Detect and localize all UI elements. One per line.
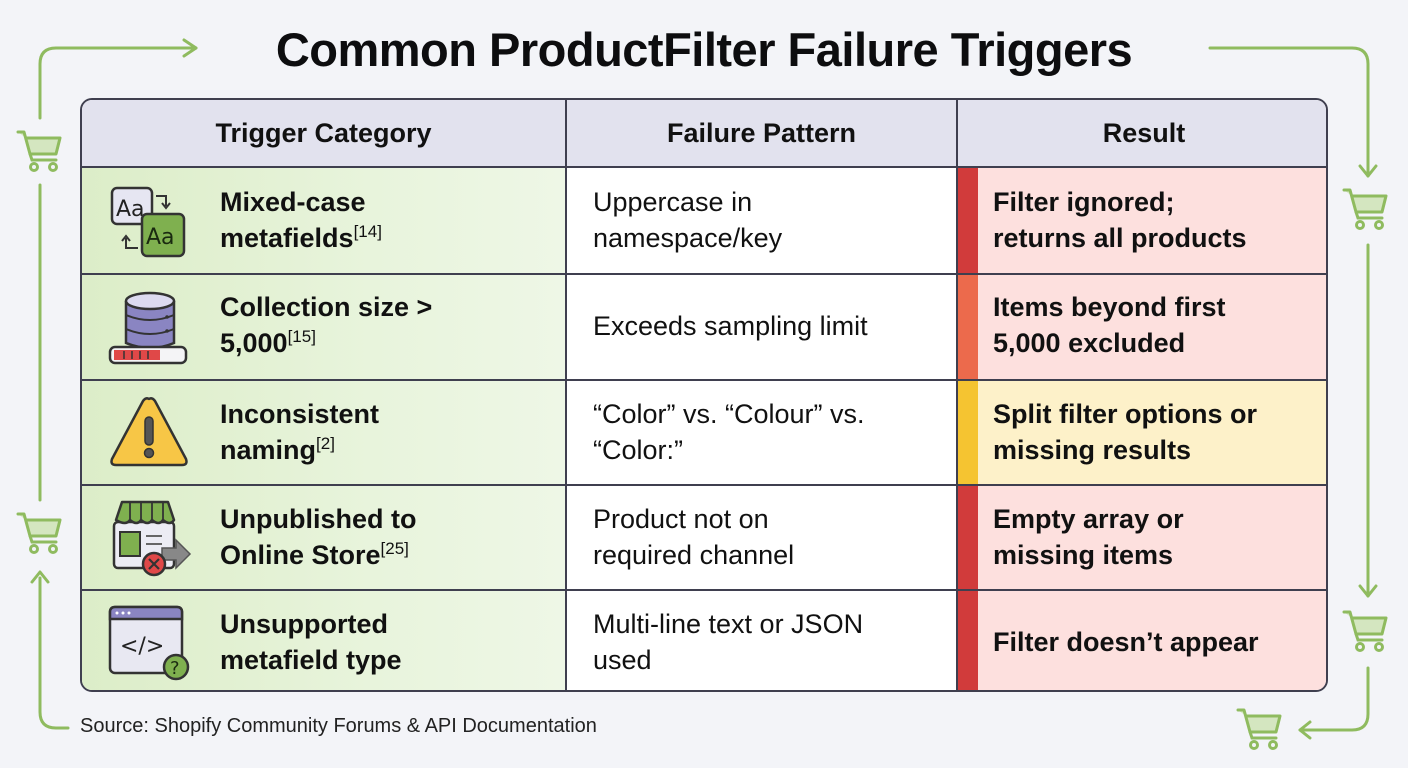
storefront-unpublished-icon — [112, 500, 192, 577]
pattern-cell: Uppercase in namespace/key — [567, 168, 956, 273]
trigger-cell: Unpublished to Online Store[25] — [82, 486, 565, 589]
database-limit-icon — [108, 291, 188, 365]
failure-triggers-table: Trigger Category Failure Pattern Result … — [80, 98, 1328, 692]
svg-text:Aa: Aa — [116, 197, 145, 222]
trigger-label: Inconsistent naming[2] — [220, 399, 380, 465]
row-divider — [82, 484, 1326, 486]
cart-icon — [16, 512, 62, 554]
cart-icon — [1342, 610, 1388, 652]
header-result: Result — [1102, 118, 1186, 148]
cart-icon — [16, 130, 62, 172]
pattern-text: Uppercase in namespace/key — [593, 187, 783, 253]
result-cell: Filter ignored; returns all products — [958, 168, 1326, 273]
table-row: </> ? Unsupported metafield type Multi-l… — [82, 591, 1326, 690]
row-divider — [82, 273, 1326, 275]
header-trigger-category: Trigger Category — [215, 118, 432, 148]
cart-icon — [1236, 708, 1282, 750]
column-divider — [956, 100, 958, 690]
trigger-label: Unsupported metafield type — [220, 609, 402, 675]
svg-text:?: ? — [170, 658, 180, 679]
trigger-label: Collection size > 5,000[15] — [220, 292, 433, 358]
severity-bar — [958, 168, 978, 273]
cart-icon — [1342, 188, 1388, 230]
citation-ref[interactable]: [15] — [287, 327, 316, 346]
table-header: Trigger Category Failure Pattern Result — [82, 100, 1326, 168]
result-cell: Split filter options or missing results — [958, 381, 1326, 484]
result-cell: Empty array or missing items — [958, 486, 1326, 589]
result-text: Split filter options or missing results — [993, 399, 1257, 465]
result-text: Filter doesn’t appear — [993, 627, 1259, 657]
table-row: Aa Aa Mixed-case metafields[14] Uppercas… — [82, 168, 1326, 273]
table-row: Unpublished to Online Store[25] Product … — [82, 486, 1326, 589]
warning-icon — [110, 397, 188, 467]
table-row: Inconsistent naming[2] “Color” vs. “Colo… — [82, 381, 1326, 484]
trigger-cell: </> ? Unsupported metafield type — [82, 591, 565, 690]
pattern-text: “Color” vs. “Colour” vs. “Color:” — [593, 399, 865, 465]
svg-text:Aa: Aa — [146, 225, 175, 250]
result-text: Filter ignored; returns all products — [993, 187, 1247, 253]
page-title: Common ProductFilter Failure Triggers — [275, 23, 1133, 76]
pattern-text: Exceeds sampling limit — [593, 311, 868, 341]
pattern-cell: Multi-line text or JSON used — [567, 591, 956, 690]
pattern-text: Product not on required channel — [593, 504, 795, 570]
code-window-question-icon: </> ? — [108, 605, 190, 681]
column-divider — [565, 100, 567, 690]
header-failure-pattern: Failure Pattern — [666, 118, 857, 148]
pattern-cell: “Color” vs. “Colour” vs. “Color:” — [567, 381, 956, 484]
severity-bar — [958, 486, 978, 589]
row-divider — [82, 589, 1326, 591]
case-swap-icon: Aa Aa — [110, 186, 186, 258]
result-cell: Filter doesn’t appear — [958, 591, 1326, 690]
svg-text:</>: </> — [120, 634, 164, 659]
citation-ref[interactable]: [2] — [316, 434, 335, 453]
table-row: Collection size > 5,000[15] Exceeds samp… — [82, 275, 1326, 379]
trigger-cell: Collection size > 5,000[15] — [82, 275, 565, 379]
severity-bar — [958, 591, 978, 690]
citation-ref[interactable]: [25] — [380, 539, 409, 558]
result-text: Empty array or missing items — [993, 504, 1184, 570]
citation-ref[interactable]: [14] — [353, 222, 382, 241]
trigger-label: Mixed-case metafields[14] — [220, 187, 382, 253]
trigger-label: Unpublished to Online Store[25] — [220, 504, 417, 570]
trigger-cell: Inconsistent naming[2] — [82, 381, 565, 484]
pattern-cell: Exceeds sampling limit — [567, 275, 956, 379]
trigger-cell: Aa Aa Mixed-case metafields[14] — [82, 168, 565, 273]
row-divider — [82, 379, 1326, 381]
result-text: Items beyond first 5,000 excluded — [993, 292, 1226, 358]
source-caption: Source: Shopify Community Forums & API D… — [80, 715, 597, 737]
severity-bar — [958, 381, 978, 484]
pattern-text: Multi-line text or JSON used — [593, 609, 864, 675]
severity-bar — [958, 275, 978, 379]
result-cell: Items beyond first 5,000 excluded — [958, 275, 1326, 379]
pattern-cell: Product not on required channel — [567, 486, 956, 589]
